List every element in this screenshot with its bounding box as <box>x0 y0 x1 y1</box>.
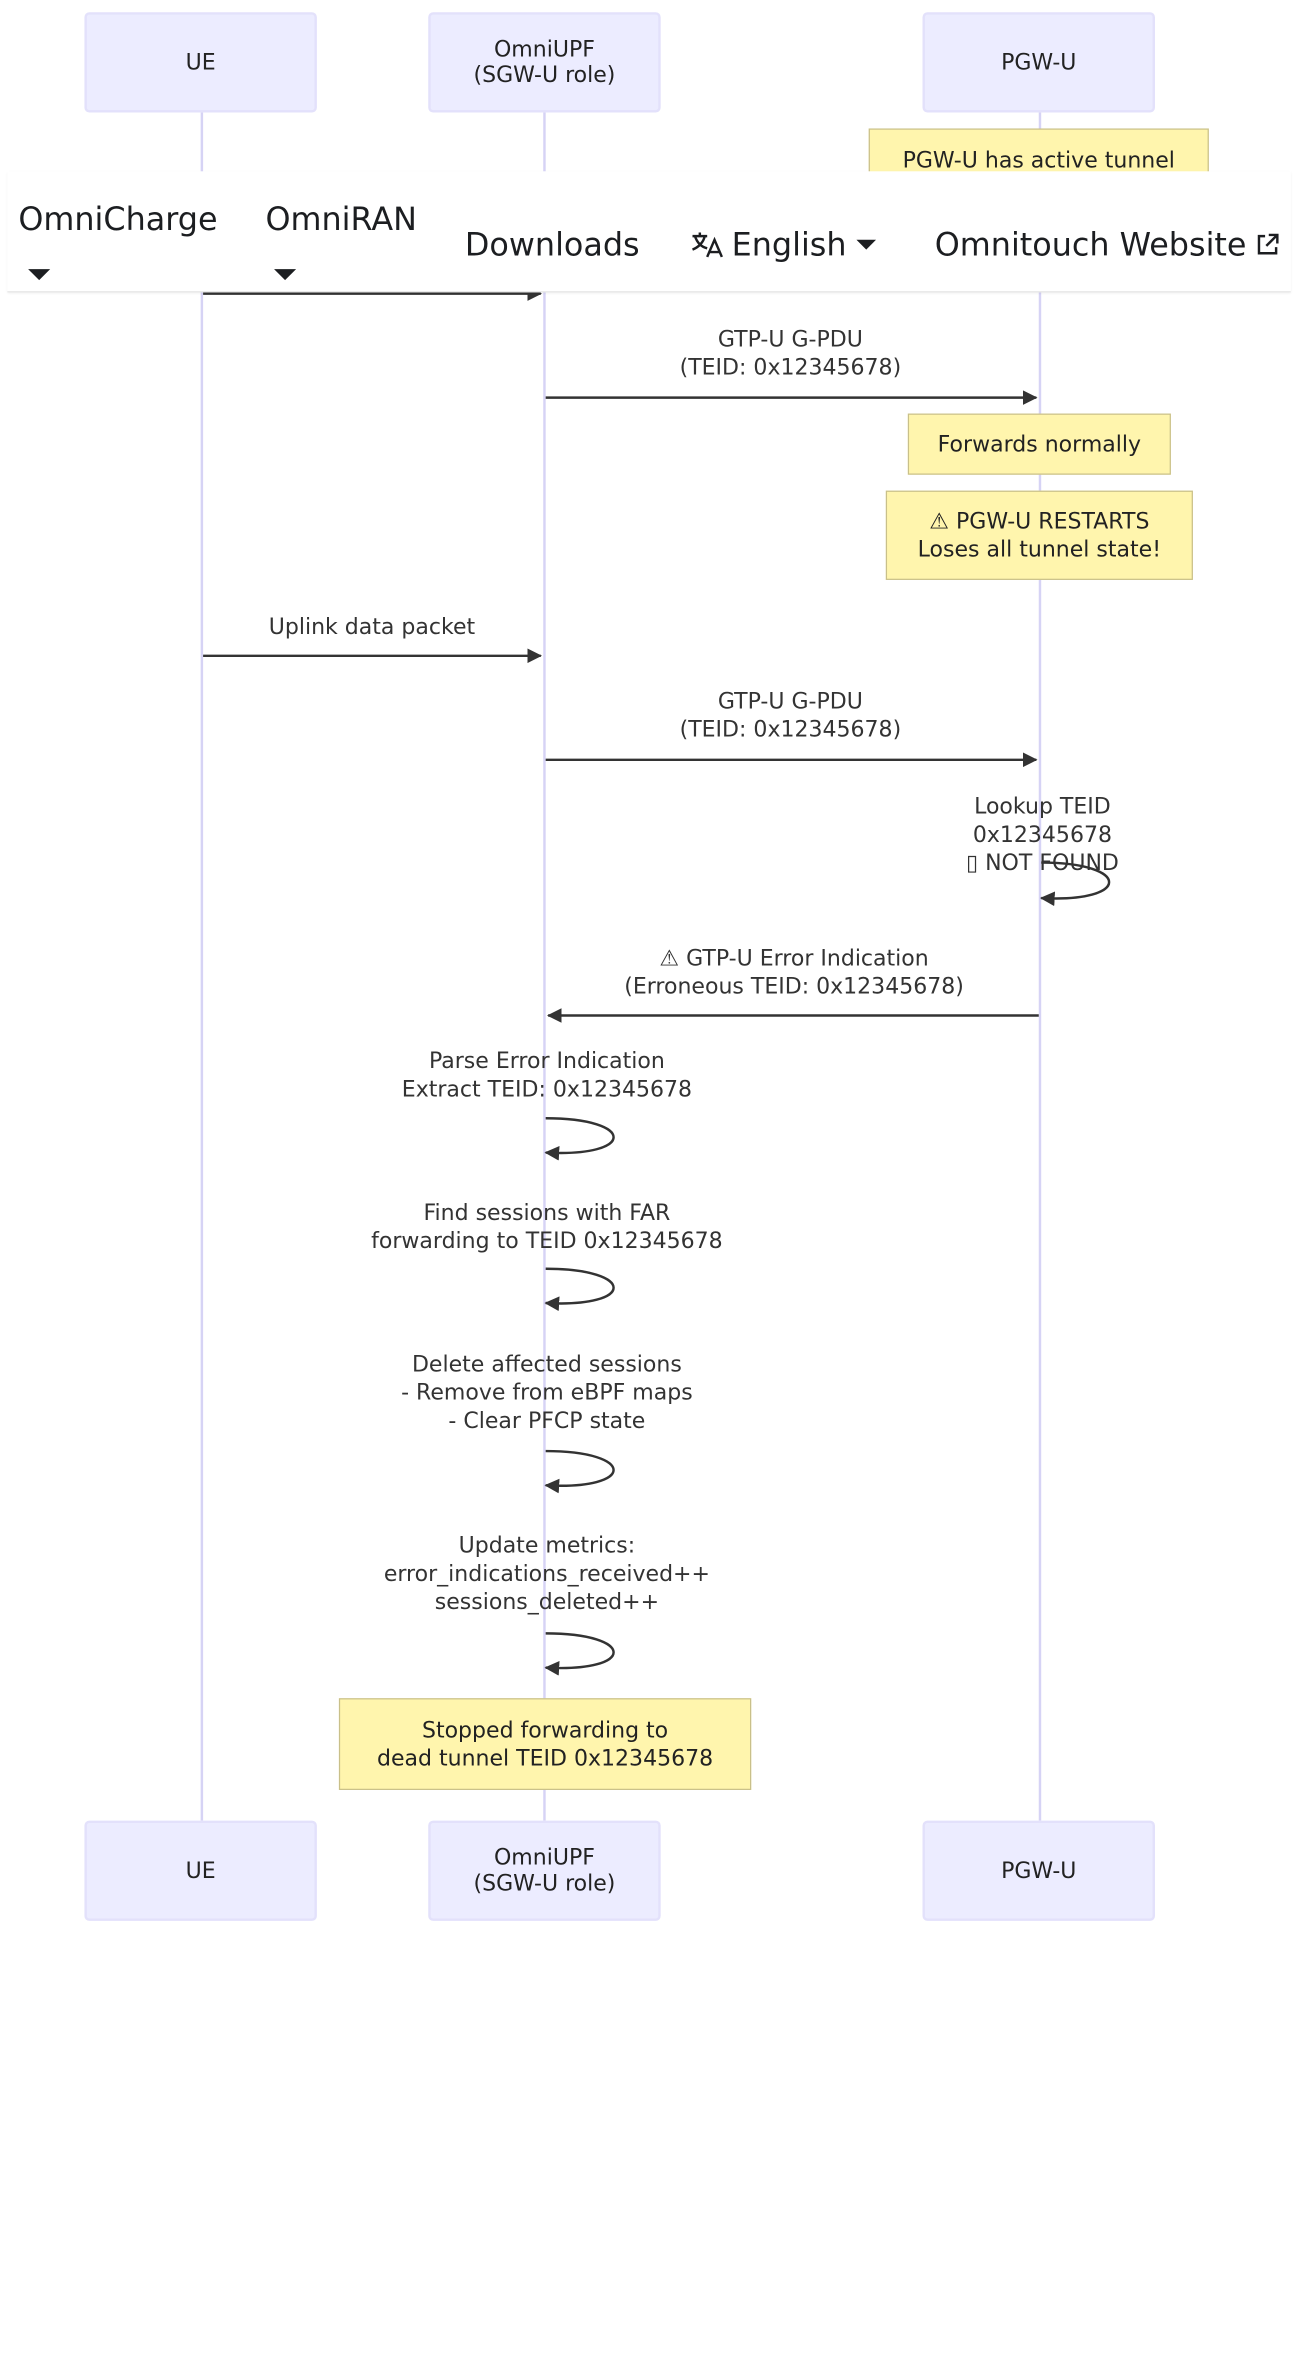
arrow-self-metrics <box>544 1632 615 1676</box>
arrow-self-parse <box>544 1117 615 1161</box>
label-gpdu-1: GTP-U G-PDU (TEID: 0x12345678) <box>679 326 902 381</box>
lifeline-ue <box>200 112 204 1821</box>
lifeline-pgw-u <box>1038 112 1042 1821</box>
nav-language-dropdown[interactable]: English <box>690 227 876 265</box>
arrow-self-delete <box>544 1449 615 1494</box>
actor-ue-bottom: UE <box>84 1820 317 1921</box>
nav-omniran[interactable]: OmniRAN <box>265 201 417 239</box>
note-pgw-restarts: ⚠ PGW-U RESTARTS Loses all tunnel state! <box>885 490 1193 580</box>
label-error-indication: ⚠ GTP-U Error Indication (Erroneous TEID… <box>624 945 964 1000</box>
actor-pgw-u-bottom: PGW-U <box>922 1820 1155 1921</box>
arrow-self-find <box>544 1267 615 1312</box>
nav-website-label: Omnitouch Website <box>934 227 1247 265</box>
label-delete-sessions: Delete affected sessions - Remove from e… <box>401 1351 693 1434</box>
note-stopped-forwarding: Stopped forwarding to dead tunnel TEID 0… <box>338 1698 752 1790</box>
label-update-metrics: Update metrics: error_indications_receiv… <box>383 1533 710 1616</box>
chevron-down-icon <box>856 239 876 249</box>
nav-language-label: English <box>731 227 847 265</box>
top-navbar: OmniCharge OmniRAN Downloads English Omn… <box>7 171 1291 293</box>
note-forwards-normally: Forwards normally <box>907 413 1171 475</box>
actor-omniupf-top: OmniUPF (SGW-U role) <box>428 12 661 113</box>
nav-downloads[interactable]: Downloads <box>464 227 640 265</box>
label-uplink-data-packet: Uplink data packet <box>268 614 476 640</box>
label-parse-error: Parse Error Indication Extract TEID: 0x1… <box>401 1048 693 1103</box>
external-link-icon <box>1257 233 1279 254</box>
chevron-down-icon[interactable] <box>274 269 297 281</box>
label-find-sessions: Find sessions with FAR forwarding to TEI… <box>371 1200 723 1255</box>
nav-omnicharge[interactable]: OmniCharge <box>18 201 218 239</box>
actor-pgw-u-top: PGW-U <box>922 12 1155 113</box>
label-lookup-teid: Lookup TEID 0x12345678 ▯ NOT FOUND <box>965 794 1119 877</box>
label-gpdu-2: GTP-U G-PDU (TEID: 0x12345678) <box>679 688 902 743</box>
nav-omnitouch-website[interactable]: Omnitouch Website <box>934 227 1281 265</box>
arrow-self-lookup <box>1039 861 1111 907</box>
chevron-down-icon[interactable] <box>28 269 51 281</box>
lifeline-omniupf <box>543 112 546 1821</box>
actor-omniupf-bottom: OmniUPF (SGW-U role) <box>428 1820 661 1921</box>
translate-icon <box>692 231 723 257</box>
actor-ue-top: UE <box>84 12 317 113</box>
